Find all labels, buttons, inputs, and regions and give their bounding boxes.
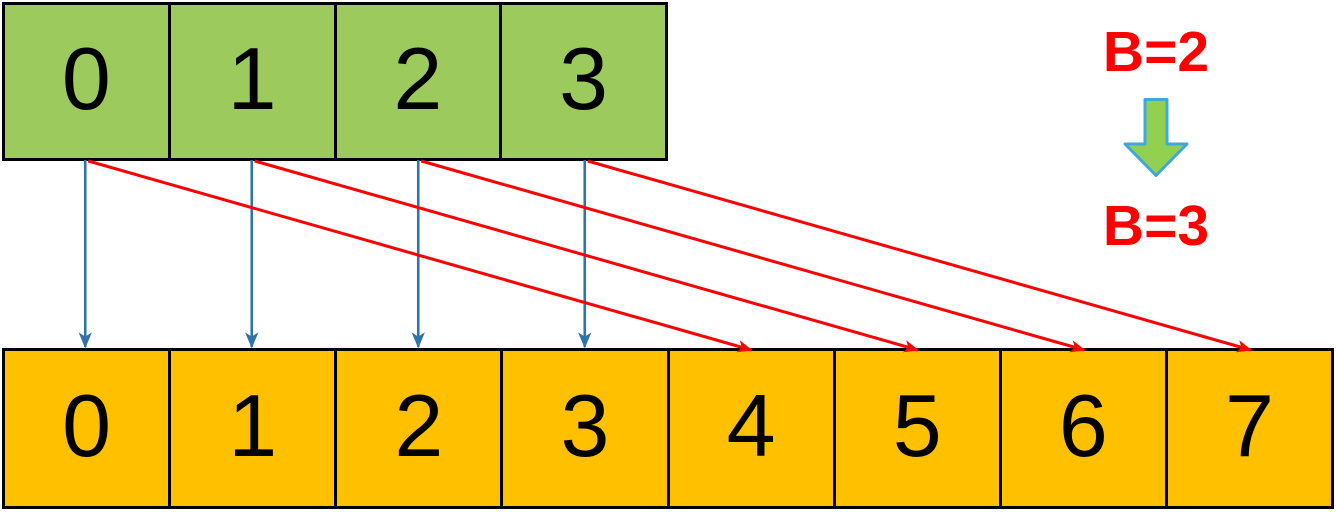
target-array-cell-3: 3	[500, 348, 670, 509]
target-array-cell-1: 1	[168, 348, 338, 509]
annotation-after-label: B=3	[1102, 193, 1210, 258]
source-array-cell-3: 3	[499, 2, 668, 161]
shifted-mapping-arrow-1-to-5	[254, 159, 919, 353]
annotation-block: B=2 B=3	[1090, 20, 1222, 259]
shifted-mapping-arrow-2-to-6	[420, 159, 1086, 353]
shifted-mapping-arrows	[87, 159, 1252, 353]
down-block-arrow-icon	[1123, 97, 1189, 177]
target-array-cell-2: 2	[334, 348, 504, 509]
target-array-cell-4: 4	[666, 348, 836, 509]
target-array-cell-5: 5	[832, 348, 1002, 509]
annotation-before-label: B=2	[1102, 20, 1210, 84]
source-array-cell-0: 0	[2, 2, 171, 161]
direct-mapping-arrows	[78, 160, 592, 349]
shifted-mapping-arrow-0-to-4	[87, 159, 753, 353]
target-array-cell-0: 0	[2, 348, 172, 509]
target-array-cell-7: 7	[1164, 348, 1334, 509]
target-array-cell-6: 6	[998, 348, 1168, 509]
source-array-cell-2: 2	[333, 2, 503, 161]
source-array-cell-1: 1	[167, 2, 337, 161]
